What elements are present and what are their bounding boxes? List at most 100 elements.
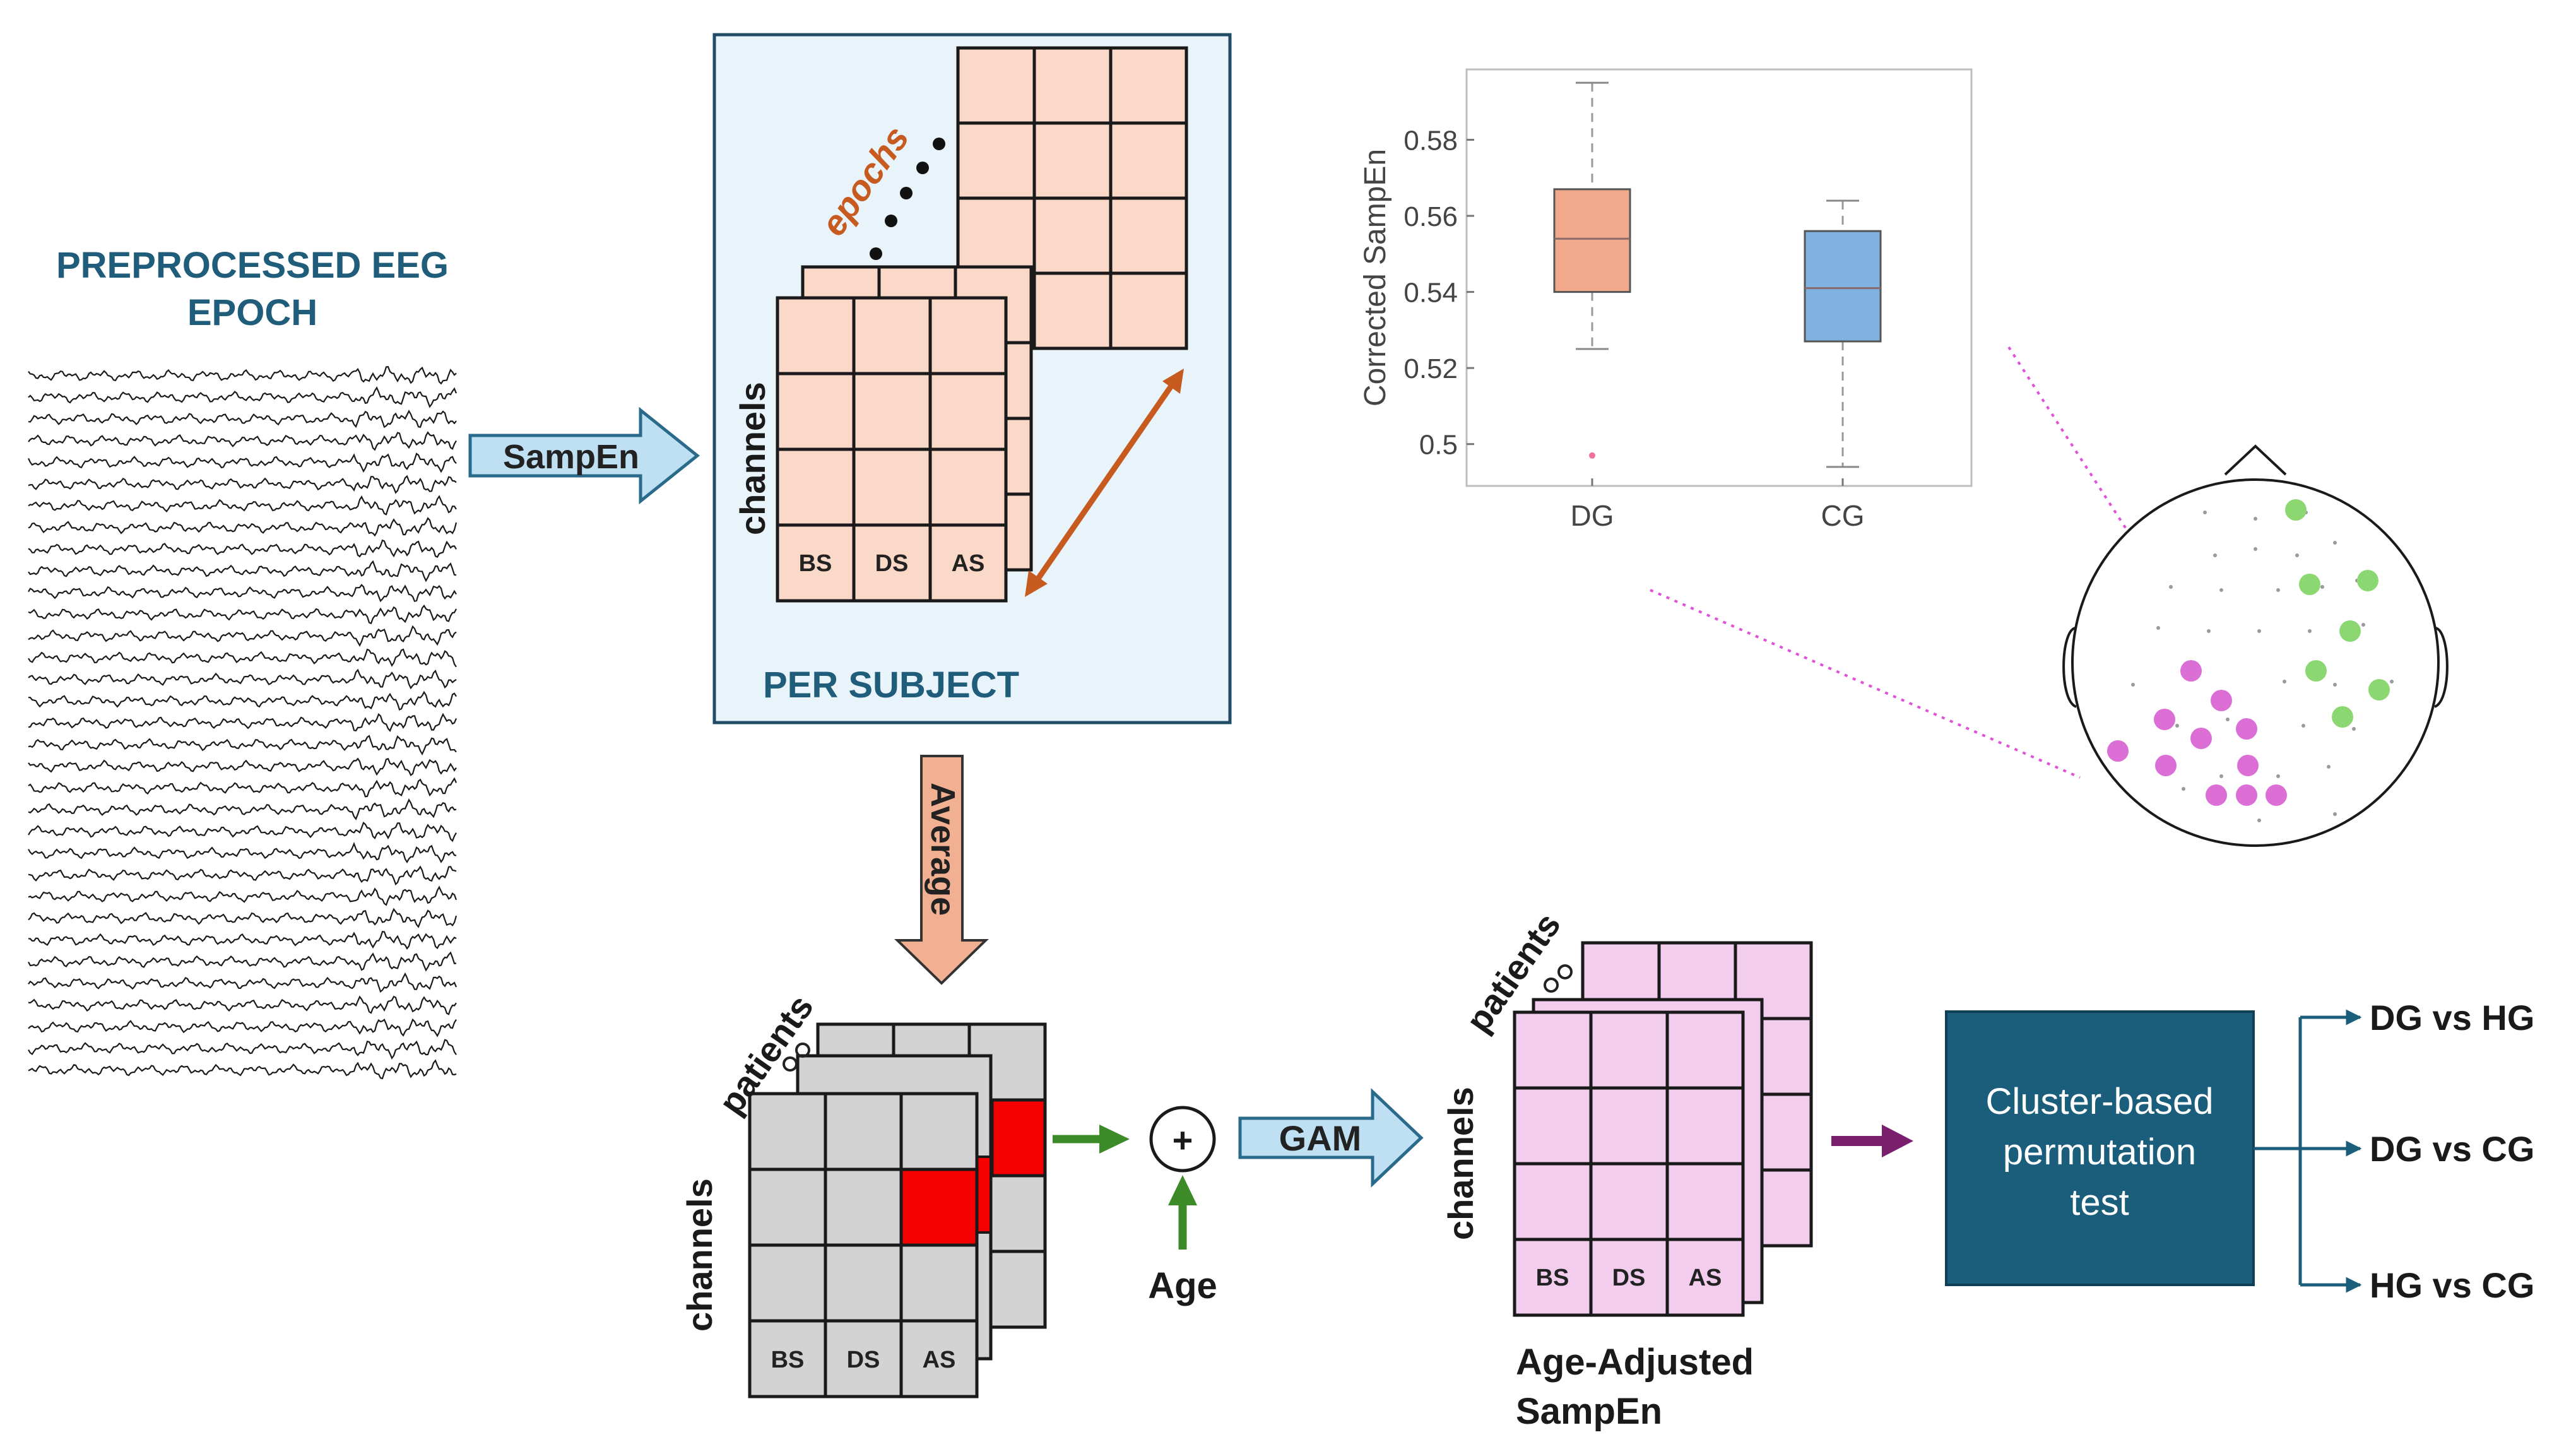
eeg-trace <box>28 1018 457 1037</box>
eeg-trace <box>28 604 457 625</box>
electrode-dot <box>2254 547 2257 551</box>
gam-arrow-label: GAM <box>1279 1118 1362 1158</box>
epoch-ellipsis <box>870 138 945 260</box>
epoch-grid-front: BS DS AS <box>776 296 1008 603</box>
eeg-trace <box>28 972 458 993</box>
adjusted-stack: BS DS AS patients channels Age-Adjusted … <box>1441 906 1813 1432</box>
electrode-pink <box>2237 755 2259 776</box>
eeg-trace <box>28 560 457 582</box>
patients-channels-label: channels <box>680 1178 719 1332</box>
eeg-trace <box>28 735 457 756</box>
eeg-section: PREPROCESSED EEG EPOCH <box>28 245 458 1080</box>
eeg-trace <box>28 907 458 928</box>
per-subject-title: PER SUBJECT <box>763 665 1019 706</box>
permutation-test-box: Cluster-based permutation test <box>1945 1010 2255 1286</box>
electrode-dot <box>2175 724 2179 728</box>
electrode-dot <box>2182 787 2185 791</box>
eeg-title-line1: PREPROCESSED EEG <box>56 245 449 286</box>
electrode-pink <box>2266 784 2287 806</box>
patients-grid-front: BS DS AS <box>748 1092 979 1398</box>
electrode-dot <box>2333 541 2337 545</box>
patients-dot <box>783 1056 798 1072</box>
electrode-green <box>2285 499 2307 521</box>
green-arrow-to-sum <box>1053 1125 1130 1154</box>
age-arrow: Age <box>1148 1175 1217 1306</box>
electrode-green <box>2357 570 2378 591</box>
adjusted-channels-label: channels <box>1441 1087 1480 1240</box>
eeg-trace <box>28 495 457 516</box>
head-outline <box>2071 478 2440 847</box>
electrode-green <box>2299 574 2320 595</box>
eeg-trace <box>28 690 457 711</box>
eeg-trace <box>28 386 458 408</box>
epochs-double-arrow <box>1025 369 1184 597</box>
adjusted-dot <box>1557 964 1573 979</box>
eeg-trace <box>28 517 458 537</box>
plot-frame <box>1465 68 1973 487</box>
eeg-trace <box>28 539 457 559</box>
sampen-arrow: SampEn <box>468 406 700 505</box>
x-tick-label: DG <box>1571 499 1614 532</box>
box-cg <box>1804 199 1882 468</box>
y-tick-label: 0.58 <box>1403 126 1458 157</box>
eeg-trace <box>28 821 457 842</box>
y-tick-label: 0.54 <box>1403 278 1458 309</box>
electrode-dot <box>2169 585 2173 589</box>
age-label: Age <box>1148 1265 1217 1306</box>
patients-stack: BS DS AS patients channels <box>680 988 1047 1398</box>
electrode-dot <box>2226 718 2230 721</box>
electrode-pink <box>2236 784 2257 806</box>
electrode-dot <box>2276 588 2280 592</box>
electrode-dot <box>2283 680 2286 683</box>
electrode-dot <box>2156 626 2160 630</box>
patients-col-ds: DS <box>847 1347 880 1373</box>
eeg-trace <box>28 625 457 647</box>
eeg-trace <box>28 668 457 690</box>
electrode-dot <box>2301 724 2305 728</box>
electrode-pink <box>2190 728 2212 749</box>
electrode-green <box>2332 706 2353 728</box>
electrode-green <box>2368 679 2390 700</box>
adjusted-col-bs: BS <box>1536 1265 1569 1291</box>
box-iqr <box>1553 188 1631 293</box>
comparison-branches <box>2254 1009 2362 1293</box>
electrode-dot <box>2333 812 2337 816</box>
patients-dot <box>795 1043 810 1058</box>
permutation-line1: Cluster-based <box>1985 1081 2213 1122</box>
electrode-dot <box>2207 629 2211 633</box>
y-axis-label: Corrected SampEn <box>1359 149 1392 406</box>
permutation-line3: test <box>2070 1182 2129 1223</box>
scalp-cluster-pink <box>2107 660 2287 806</box>
electrode-pink <box>2180 660 2202 682</box>
eeg-trace <box>28 712 458 732</box>
electrode-pink <box>2107 740 2129 762</box>
adjusted-caption-line1: Age-Adjusted <box>1516 1342 1754 1383</box>
outlier-point <box>1589 452 1595 459</box>
adjusted-grid-front: BS DS AS <box>1513 1010 1745 1317</box>
adjusted-col-ds: DS <box>1612 1265 1646 1291</box>
eeg-trace <box>28 757 457 776</box>
eeg-trace <box>28 475 457 494</box>
patients-col-as: AS <box>923 1347 956 1373</box>
electrode-dot <box>2254 517 2257 521</box>
electrode-green <box>2305 660 2327 682</box>
scalp-electrode-grid <box>2131 511 2394 822</box>
electrode-dot <box>2203 511 2207 514</box>
electrode-pink <box>2155 755 2177 776</box>
electrode-dot <box>2257 629 2261 633</box>
electrode-dot <box>2295 553 2299 557</box>
eeg-trace <box>28 648 457 668</box>
purple-arrow <box>1831 1125 1913 1157</box>
eeg-trace <box>28 865 457 886</box>
chart-to-head-connectors <box>1650 346 2204 779</box>
comparison-dg-cg: DG vs CG <box>2370 1129 2534 1169</box>
electrode-dot <box>2308 629 2312 633</box>
comparison-dg-hg: DG vs HG <box>2370 998 2534 1037</box>
y-tick-label: 0.5 <box>1419 430 1458 461</box>
eeg-trace <box>28 995 457 1015</box>
y-tick-label: 0.52 <box>1403 353 1458 384</box>
eeg-trace <box>28 777 458 798</box>
electrode-dot <box>2333 683 2337 687</box>
